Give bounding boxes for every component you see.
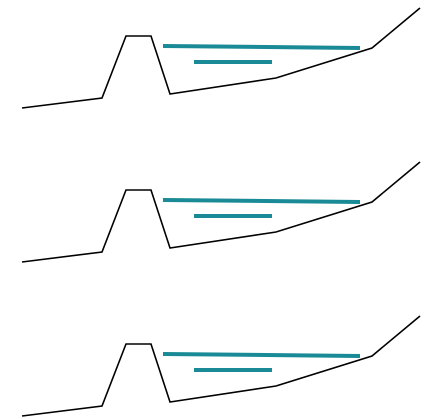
terrain-profile — [22, 8, 420, 108]
cross-section-1 — [22, 8, 420, 108]
terrain-profile — [22, 316, 420, 416]
cross-section-2 — [22, 162, 420, 262]
water-surface-upper — [163, 354, 360, 356]
water-surface-upper — [163, 46, 360, 48]
cross-section-3 — [22, 316, 420, 416]
water-surface-upper — [163, 200, 360, 202]
terrain-profile — [22, 162, 420, 262]
